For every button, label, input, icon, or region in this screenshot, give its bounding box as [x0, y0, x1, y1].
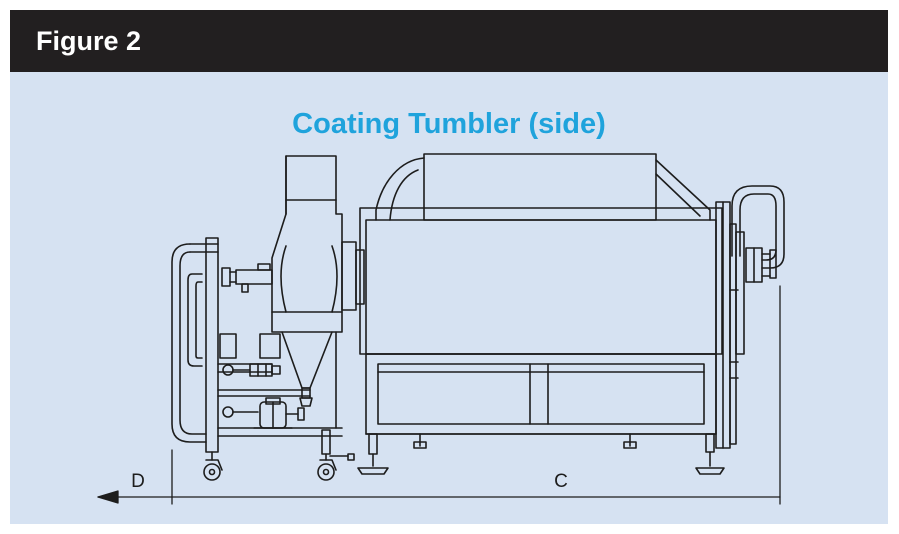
- caster-wheels: [203, 451, 337, 481]
- right-column: [715, 185, 785, 449]
- tumbler-drawing: D C: [97, 153, 785, 505]
- dimension-d-label: D: [131, 471, 145, 492]
- tumbler-body: [357, 153, 725, 475]
- figure-header: Figure 2: [10, 10, 888, 72]
- left-frame: [171, 237, 355, 461]
- blower-unit: [221, 155, 365, 407]
- dimension-lines: [97, 285, 781, 505]
- figure-panel: Figure 2 Coating Tumbler (side): [10, 10, 888, 524]
- figure-title: Figure 2: [36, 26, 142, 56]
- dimension-c-label: C: [554, 471, 568, 492]
- diagram-title: Coating Tumbler (side): [292, 108, 606, 140]
